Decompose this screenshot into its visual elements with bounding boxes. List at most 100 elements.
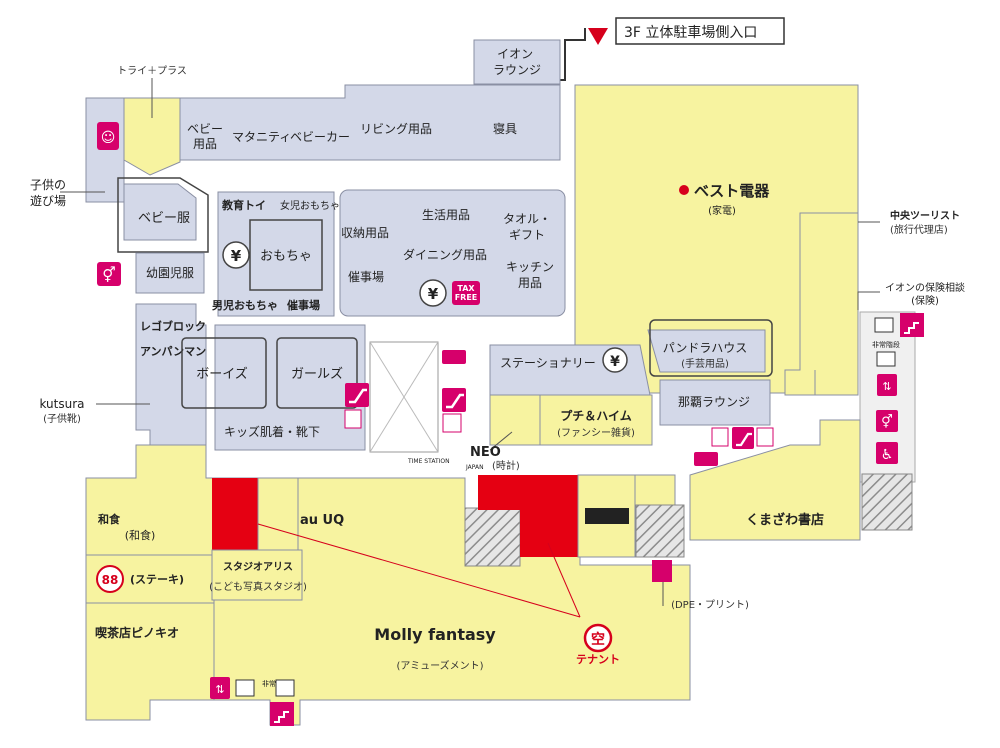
puchi-haim-store[interactable] (539, 394, 653, 446)
living-block[interactable] (339, 189, 566, 317)
restroom-icon-left (97, 262, 121, 286)
storage-label: 収納用品 (341, 226, 389, 240)
vacant-tenant-marker: 空 テナント (576, 623, 620, 666)
pandora-sub: (手芸用品) (681, 357, 729, 370)
small-shop-right[interactable] (634, 474, 676, 506)
vacant-mark: 空 (591, 631, 605, 648)
elevator-icon-bottom (210, 677, 230, 699)
au-uq-label: au UQ (300, 513, 344, 528)
baby-clothes-label: ベビー服 (138, 211, 190, 226)
atrium-void (369, 341, 439, 453)
kumazawa-area[interactable] (689, 419, 861, 541)
studio-alice-area[interactable] (211, 549, 303, 601)
elevator-east-box-2 (756, 427, 774, 447)
mollyfantasy-sub: (アミューズメント) (396, 659, 483, 672)
time-station-label: TIME STATION (407, 458, 450, 465)
toddler-label: 幼園児服 (146, 266, 194, 280)
neo-leader (489, 431, 513, 451)
hatched-center-1 (464, 507, 521, 567)
neo-store[interactable] (489, 394, 541, 446)
puchi-haim-label: プチ＆ハイム (560, 408, 632, 423)
puchi-haim-sub: (ファンシー雑貨) (557, 426, 635, 439)
elevator-right-box (876, 351, 896, 367)
towel-gift-label: タオル・ギフト (503, 212, 551, 242)
aeon-lounge-label: イオン ラウンジ (493, 47, 541, 77)
pandora-outline (649, 319, 773, 377)
baby-goods-label: ベビー用品 (187, 122, 223, 151)
insurance-l1: イオンの保険相談 (885, 281, 965, 294)
baby-car-label: ベビーカー (290, 130, 350, 144)
dining-label: ダイニング用品 (403, 247, 487, 262)
hatched-right (861, 473, 913, 531)
elevator-icon-right (877, 374, 897, 396)
kumazawa-label: くまざわ書店 (746, 512, 824, 528)
accessible-glyph: ♿ (881, 447, 894, 463)
pandora-label: パンドラハウス (663, 341, 747, 355)
escalator-icon-left (345, 383, 369, 407)
restroom-glyph-left: ⚥ (102, 266, 116, 284)
elevator-right-small (442, 413, 462, 433)
insurance-label: イオンの保険相談(保険) (885, 281, 965, 307)
aeon-lounge[interactable]: イオン ラウンジ (473, 39, 561, 85)
stairs-icon-bottom (270, 702, 294, 726)
accessible-icon (876, 442, 898, 464)
stationery-label: ステーショナリー (500, 356, 596, 370)
dark-logo-box (585, 508, 629, 524)
exit-door-bottom-2 (275, 679, 295, 697)
tax-l2: FREE (455, 293, 478, 302)
kids-fashion-center[interactable] (214, 324, 366, 451)
exit-door-right (874, 317, 894, 333)
pandora-area[interactable] (647, 329, 766, 373)
kids-under-label: キッズ肌着・靴下 (224, 424, 320, 439)
boys-label: ボーイズ (196, 366, 248, 382)
best-denki-sub: (家電) (708, 204, 736, 217)
kitchen-label: キッチン用品 (506, 260, 554, 290)
steak-88-label: (ステーキ) (130, 573, 184, 586)
escalator-icon-right (442, 388, 466, 412)
boy-toys-label: 男児おもちゃ (212, 298, 278, 312)
dpe-icon (652, 560, 672, 582)
event-space-2-label: 催事場 (348, 270, 384, 284)
chuo-tourist-sub: (旅行代理店) (890, 223, 948, 236)
aeon-lounge-l2: ラウンジ (493, 63, 541, 77)
parking-entrance[interactable]: 3F 立体駐車場側入口 (530, 17, 785, 81)
restroom-icon-right (876, 410, 898, 432)
kutsura-label: kutsura (39, 397, 84, 411)
naha-lounge-label: 那覇ラウンジ (678, 395, 750, 409)
restroom-glyph-right: ⚥ (881, 414, 893, 430)
exit-stairs-right: 非常階段 (872, 340, 900, 349)
steak-88-logo: 88 (96, 565, 124, 593)
naha-lounge-area[interactable] (659, 379, 771, 426)
daily-goods-label: 生活用品 (422, 208, 470, 222)
vacant-leader-1 (257, 523, 581, 618)
best-denki-annex (784, 212, 859, 396)
baby-goods-l2: 用品 (193, 137, 217, 151)
vacant-tenant-2[interactable] (520, 475, 578, 557)
vacant-tenant-1[interactable] (212, 478, 258, 550)
mollyfantasy-label: Molly fantasy (374, 625, 496, 644)
elevator-left-box (344, 409, 362, 429)
elevator-glyph-right: ⇅ (882, 380, 891, 393)
best-denki-logo: ベスト電器 (679, 182, 770, 200)
kids-play-l1: 子供の (30, 178, 66, 192)
elevator-glyph-bottom: ⇅ (215, 683, 224, 696)
atm-icon-living: ¥ (419, 279, 447, 307)
insurance-l2: (保険) (911, 294, 939, 307)
vacant-leader-2 (547, 542, 581, 618)
atm-yen-3: ¥ (610, 354, 620, 370)
baby-clothes-outline (117, 177, 209, 253)
pinocchio-label: 喫茶店ピノキオ (95, 625, 179, 640)
vacant-label: テナント (576, 653, 620, 666)
toys-outline (249, 219, 323, 291)
toddler-area[interactable] (135, 252, 205, 294)
atm-yen-1: ¥ (231, 247, 242, 265)
au-uq-gap (257, 477, 299, 551)
baby-clothes-area[interactable] (123, 183, 197, 241)
escalator-icon-east (732, 427, 754, 449)
stationery-area[interactable] (489, 344, 651, 396)
kitchen-l1: キッチン (506, 260, 554, 274)
towel-l2: ギフト (509, 228, 545, 242)
chuo-tourist-label: 中央ツーリスト (890, 209, 960, 222)
